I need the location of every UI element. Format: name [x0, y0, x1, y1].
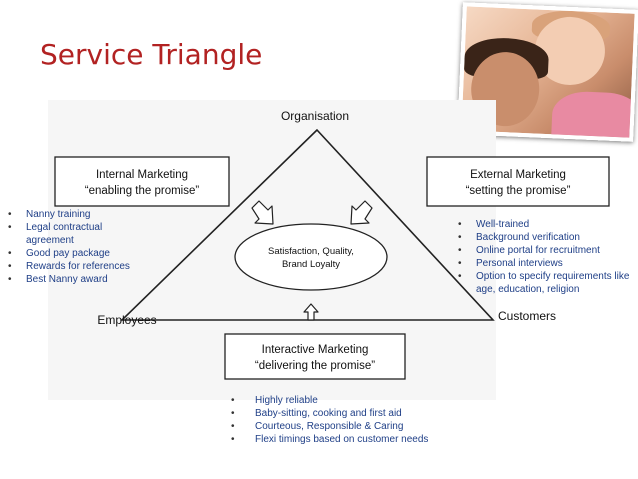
list-item: Good pay package	[8, 247, 130, 260]
slide-title: Service Triangle	[40, 38, 263, 71]
list-item: Online portal for recruitment	[458, 244, 634, 257]
center-ellipse	[234, 223, 388, 291]
external-box-line-1: External Marketing	[470, 169, 566, 181]
list-item: Rewards for references	[8, 260, 130, 273]
list-item: Legal contractual agreement	[8, 221, 130, 247]
customers-label: Customers	[498, 309, 556, 323]
interactive-qualities-list: Highly reliable Baby-sitting, cooking an…	[231, 394, 481, 446]
list-item: Baby-sitting, cooking and first aid	[231, 407, 481, 420]
internal-box-line-1: Internal Marketing	[96, 169, 188, 181]
center-text-line-2: Brand Loyalty	[282, 259, 340, 270]
interactive-box-line-1: Interactive Marketing	[262, 344, 369, 356]
employees-label: Employees	[97, 313, 156, 327]
external-marketing-box	[426, 156, 610, 207]
list-item: Background verification	[458, 231, 634, 244]
list-item: Courteous, Responsible & Caring	[231, 420, 481, 433]
list-item: Highly reliable	[231, 394, 481, 407]
external-box-line-2: “setting the promise”	[466, 185, 571, 197]
customer-features-list: Well-trained Background verification Onl…	[458, 218, 634, 296]
employee-benefits-list: Nanny training Legal contractual agreeme…	[8, 208, 130, 286]
interactive-marketing-box	[224, 333, 406, 380]
list-item: Option to specify requirements like age,…	[458, 270, 634, 296]
center-text-line-1: Satisfaction, Quality,	[268, 246, 354, 257]
arrow-right-icon	[350, 200, 373, 225]
interactive-box-line-2: “delivering the promise”	[255, 360, 375, 372]
arrow-left-icon	[251, 200, 274, 225]
list-item: Well-trained	[458, 218, 634, 231]
organisation-label: Organisation	[281, 109, 349, 123]
internal-marketing-box	[54, 156, 230, 207]
list-item: Best Nanny award	[8, 273, 130, 286]
list-item: Personal interviews	[458, 257, 634, 270]
list-item: Nanny training	[8, 208, 130, 221]
internal-box-line-2: “enabling the promise”	[85, 185, 200, 197]
list-item: Flexi timings based on customer needs	[231, 433, 481, 446]
arrow-up-icon	[303, 303, 319, 321]
